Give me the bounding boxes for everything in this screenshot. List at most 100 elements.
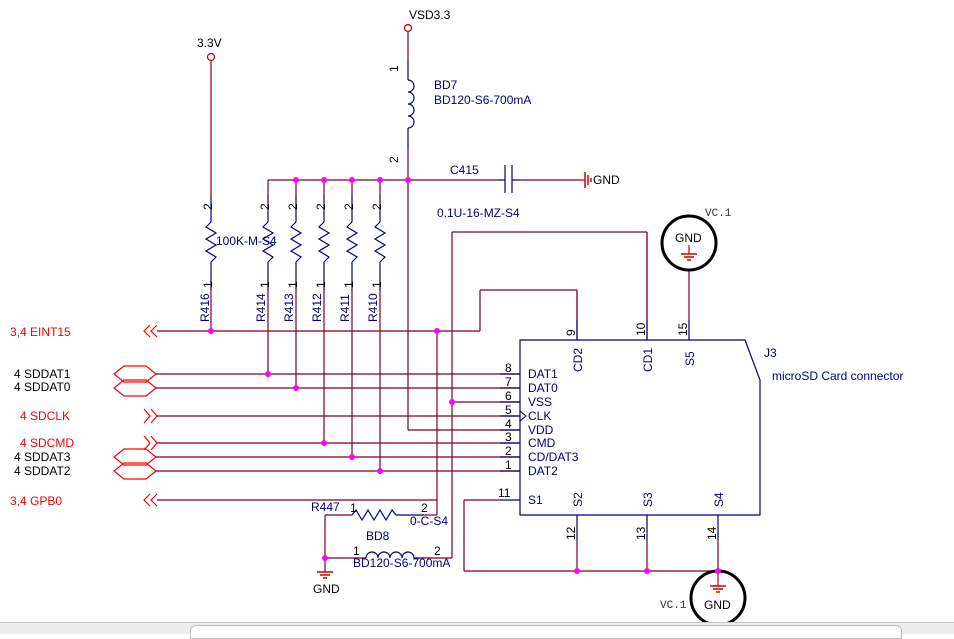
schematic-diagram: 3.3V VSD3.3 1 2 BD7 BD120-S6-700mA C415 bbox=[10, 8, 903, 622]
junction-dot bbox=[434, 328, 440, 334]
gnd-circle-top: GND VC.1 bbox=[660, 208, 732, 272]
j3-pin5-number: 5 bbox=[505, 403, 512, 417]
gnd-circle-bottom: GND VC.1 bbox=[660, 569, 747, 622]
j3-pin6-number: 6 bbox=[505, 389, 512, 403]
junction-dot bbox=[321, 177, 327, 183]
r416-pin1-number: 1 bbox=[201, 281, 215, 288]
gnd-circle-bottom-label: GND bbox=[704, 598, 731, 612]
net-label-sddat0: 4 SDDAT0 bbox=[14, 380, 71, 394]
bd7-ref: BD7 bbox=[434, 78, 458, 92]
bd8-pin1-number: 1 bbox=[353, 544, 360, 558]
r413-pin1-number: 1 bbox=[286, 281, 300, 288]
j3-pin-name-s1: S1 bbox=[528, 493, 543, 507]
inductor-bd7: 1 2 BD7 BD120-S6-700mA bbox=[387, 62, 531, 180]
junction-dot bbox=[349, 177, 355, 183]
j3-pin-name-s3: S3 bbox=[641, 492, 655, 507]
r447-ref: R447 bbox=[311, 500, 340, 514]
r413-ref: R413 bbox=[282, 293, 296, 322]
r412-pin2-number: 2 bbox=[314, 203, 328, 210]
j3-pin7-number: 7 bbox=[505, 375, 512, 389]
net-sddat3: 4 SDDAT3 bbox=[14, 448, 520, 466]
j3-pin-name-cddat3: CD/DAT3 bbox=[528, 450, 579, 464]
r412-pin1-number: 1 bbox=[314, 281, 328, 288]
power-3v3-label: 3.3V bbox=[197, 36, 222, 50]
net-sddat2: 4 SDDAT2 bbox=[14, 462, 520, 480]
r411-pin1-number: 1 bbox=[342, 281, 356, 288]
power-vsd33-label: VSD3.3 bbox=[409, 8, 451, 22]
j3-pin-name-s2: S2 bbox=[571, 492, 585, 507]
j3-pin11-number: 11 bbox=[498, 486, 511, 500]
junction-dot bbox=[405, 177, 411, 183]
j3-pin10-number: 10 bbox=[634, 322, 648, 336]
junction-dot bbox=[574, 568, 580, 574]
r416-pin2-number: 2 bbox=[201, 203, 215, 210]
junction-dot bbox=[349, 454, 355, 460]
j3-pin15-number: 15 bbox=[676, 322, 690, 336]
resistor-r414: 2 1 R414 bbox=[254, 195, 275, 374]
bd8-pin2-number: 2 bbox=[434, 544, 441, 558]
gnd-symbol-c415: GND bbox=[580, 172, 620, 188]
c415-value: 0.1U-16-MZ-S4 bbox=[437, 206, 520, 220]
viewer-status-bar bbox=[0, 622, 954, 639]
bd7-value: BD120-S6-700mA bbox=[434, 93, 531, 107]
net-label-sddat1: 4 SDDAT1 bbox=[14, 367, 71, 381]
j3-pin-name-dat1: DAT1 bbox=[528, 367, 558, 381]
j3-pin-name-cd2: CD2 bbox=[571, 348, 585, 372]
vc-label-bottom: VC.1 bbox=[660, 600, 687, 612]
r414-ref: R414 bbox=[254, 293, 268, 322]
junctions bbox=[208, 177, 721, 574]
net-sddat1: 4 SDDAT1 bbox=[14, 365, 520, 383]
junction-dot bbox=[377, 468, 383, 474]
viewer-bottom-tab[interactable] bbox=[190, 625, 902, 639]
net-gpb0: 3,4 GPB0 bbox=[10, 331, 438, 516]
net-sddat0: 4 SDDAT0 bbox=[14, 379, 520, 397]
r412-ref: R412 bbox=[310, 293, 324, 322]
bd7-pin1-number: 1 bbox=[387, 65, 401, 72]
bd8-value: BD120-S6-700mA bbox=[353, 556, 450, 570]
j3-pin12-number: 12 bbox=[564, 526, 578, 540]
j3-pin8-number: 8 bbox=[505, 361, 512, 375]
junction-dot bbox=[293, 385, 299, 391]
resistor-r411: 2 1 R411 bbox=[338, 195, 359, 457]
net-label-sddat3: 4 SDDAT3 bbox=[14, 450, 71, 464]
gnd-circle-top-label: GND bbox=[675, 231, 702, 245]
c415-ref: C415 bbox=[450, 163, 479, 177]
net-sdcmd: 4 SDCMD bbox=[20, 435, 520, 451]
net-label-gpb0: 3,4 GPB0 bbox=[10, 494, 62, 508]
resistor-r413: 2 1 R413 bbox=[282, 195, 303, 388]
j3-pin9-number: 9 bbox=[564, 329, 578, 336]
junction-dot bbox=[322, 555, 328, 561]
power-vsd33-symbol: VSD3.3 bbox=[403, 8, 451, 62]
inductor-bd8: 1 2 BD8 BD120-S6-700mA bbox=[325, 529, 450, 570]
r411-ref: R411 bbox=[338, 294, 352, 322]
r410-ref: R410 bbox=[366, 293, 380, 322]
junction-dot bbox=[377, 177, 383, 183]
r416-ref: R416 bbox=[198, 293, 212, 322]
r414-pin1-number: 1 bbox=[258, 281, 272, 288]
j3-pin-name-cd1: CD1 bbox=[641, 348, 655, 372]
r416-value: 100K-M-S4 bbox=[216, 234, 277, 248]
j3-pin-name-clk: CLK bbox=[528, 409, 551, 423]
r447-pin2-number: 2 bbox=[421, 501, 428, 515]
net-sdclk: 4 SDCLK bbox=[20, 408, 520, 424]
j3-pin-name-dat0: DAT0 bbox=[528, 381, 558, 395]
r414-pin2-number: 2 bbox=[258, 203, 272, 210]
resistor-r412: 2 1 R412 bbox=[310, 195, 331, 443]
net-label-sddat2: 4 SDDAT2 bbox=[14, 464, 71, 478]
j3-pin-name-vdd: VDD bbox=[528, 423, 554, 437]
gnd-label-bd8: GND bbox=[313, 582, 340, 596]
bd7-pin2-number: 2 bbox=[387, 156, 401, 163]
junction-dot bbox=[208, 328, 214, 334]
connector-j3: J3 microSD Card connector 8 7 6 5 4 3 2 … bbox=[463, 232, 903, 592]
j3-pin4-number: 4 bbox=[505, 417, 512, 431]
capacitor-c415: C415 0.1U-16-MZ-S4 bbox=[437, 163, 580, 220]
net-label-sdcmd: 4 SDCMD bbox=[20, 436, 74, 450]
j3-ref: J3 bbox=[764, 346, 777, 360]
r413-pin2-number: 2 bbox=[286, 203, 300, 210]
j3-pin14-number: 14 bbox=[705, 526, 719, 540]
r411-pin2-number: 2 bbox=[342, 203, 356, 210]
junction-dot bbox=[644, 568, 650, 574]
j3-pin-name-s5: S5 bbox=[683, 351, 697, 366]
junction-dot bbox=[449, 399, 455, 405]
j3-pin-name-cmd: CMD bbox=[528, 436, 556, 450]
